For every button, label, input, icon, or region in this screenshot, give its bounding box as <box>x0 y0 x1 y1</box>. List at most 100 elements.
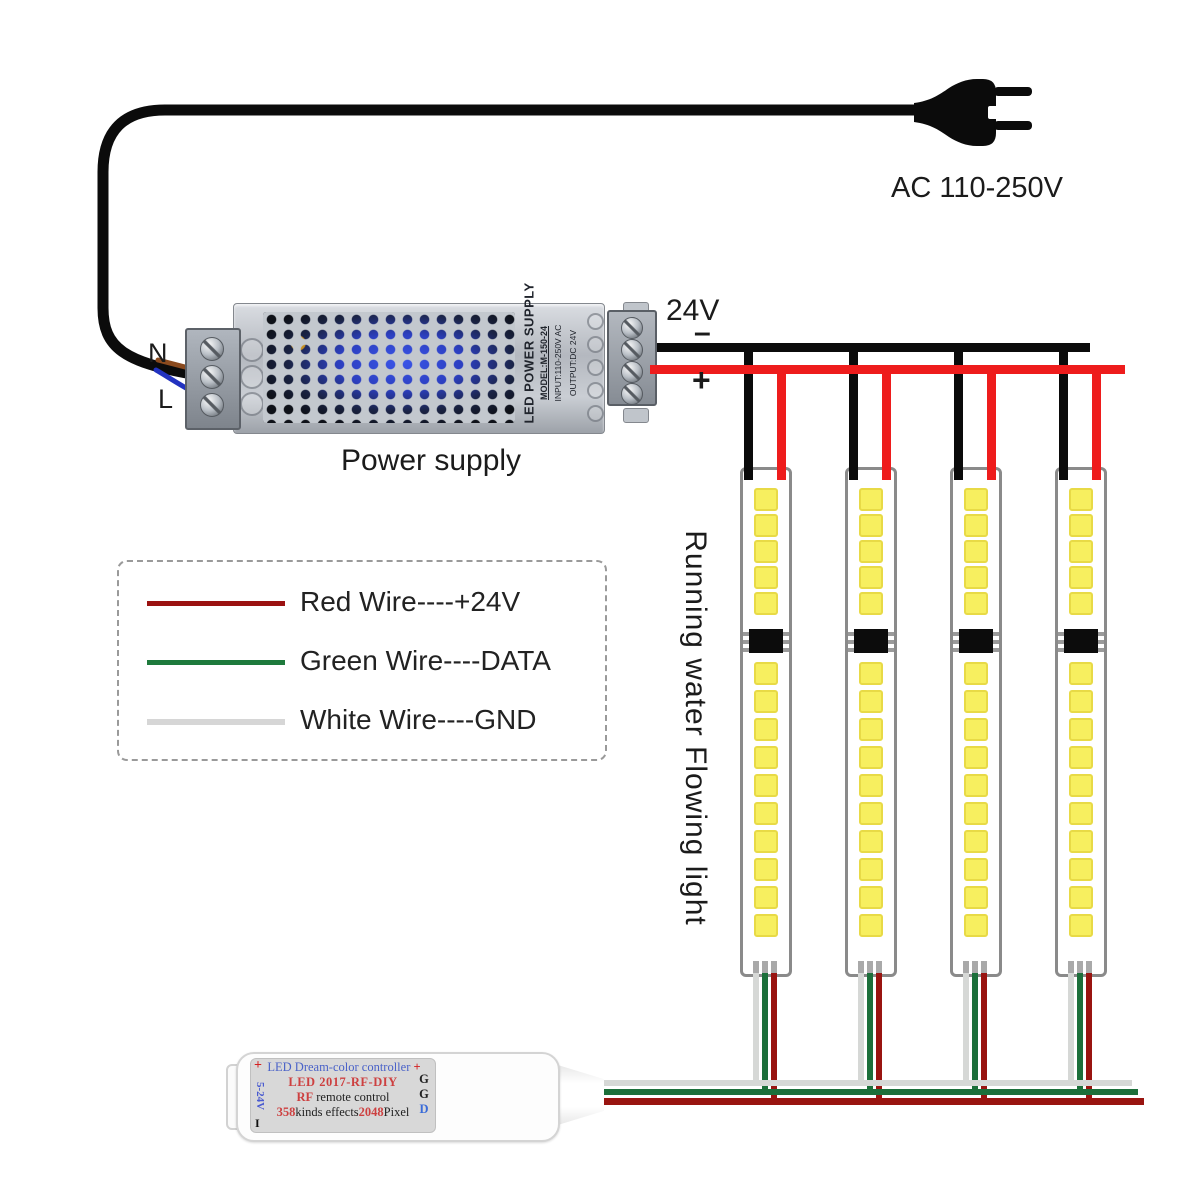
data-wire <box>1077 961 1083 1092</box>
legend-row-red: Red Wire----+24V <box>119 586 605 620</box>
power-supply-unit: LED POWER SUPPLY MODEL:M-150-24 INPUT:11… <box>185 282 657 435</box>
ic-pin <box>887 648 894 652</box>
led <box>754 488 778 511</box>
led <box>754 514 778 537</box>
psu-input-terminal <box>185 328 241 430</box>
led <box>754 914 778 937</box>
legend-label: Red Wire----+24V <box>300 586 521 617</box>
led <box>859 914 883 937</box>
led <box>1069 690 1093 713</box>
ic-pin <box>782 648 789 652</box>
gnd-wire <box>1068 961 1074 1084</box>
led <box>859 662 883 685</box>
ic-chip <box>749 629 783 653</box>
led <box>859 886 883 909</box>
ic-pin <box>992 648 999 652</box>
led <box>1069 886 1093 909</box>
led <box>964 592 988 615</box>
ic-pin <box>1058 648 1065 652</box>
power-bus <box>592 1098 1144 1105</box>
dc-positive-wire <box>987 369 996 480</box>
controller-effects-line: 358kinds effects2048Pixel <box>267 1105 419 1120</box>
ic-pin <box>848 648 855 652</box>
controller-title: LED Dream-color controller + <box>267 1060 421 1075</box>
led <box>754 662 778 685</box>
ic-pin <box>1058 640 1065 644</box>
ic-pin <box>992 632 999 636</box>
power-wire <box>1086 961 1092 1101</box>
gnd-wire <box>858 961 864 1084</box>
dc-positive-wire <box>1092 369 1101 480</box>
pixel-text: Pixel <box>383 1105 410 1119</box>
led <box>964 662 988 685</box>
led <box>1069 746 1093 769</box>
ic-pin <box>953 640 960 644</box>
led <box>754 746 778 769</box>
legend-label: Green Wire----DATA <box>300 645 551 676</box>
led-strip <box>740 467 792 977</box>
psu-vent-grille <box>263 312 515 423</box>
power-wire <box>876 961 882 1101</box>
gnd-wire <box>753 961 759 1084</box>
dc-positive-wire <box>777 369 786 480</box>
dc-negative-wire <box>849 347 858 480</box>
power-supply-label: Power supply <box>340 444 522 477</box>
power-wire <box>981 961 987 1101</box>
pixel-count: 2048 <box>358 1105 384 1119</box>
dc-negative-wire <box>1059 347 1068 480</box>
led <box>754 858 778 881</box>
led <box>964 746 988 769</box>
ic-pin <box>953 632 960 636</box>
white-wire-swatch <box>147 719 285 725</box>
ic-pin <box>1097 640 1104 644</box>
terminal-n-label: N <box>148 338 168 368</box>
output-voltage-label: 24V <box>666 294 720 327</box>
controller-left-markings: + 5-24V I <box>252 1058 267 1131</box>
effects-text: kinds effects <box>295 1105 359 1119</box>
led <box>1069 540 1093 563</box>
led <box>754 802 778 825</box>
led <box>1069 914 1093 937</box>
led <box>964 802 988 825</box>
output-minus-label: – <box>694 316 711 349</box>
led <box>964 858 988 881</box>
ic-pin <box>1097 648 1104 652</box>
data-wire <box>972 961 978 1092</box>
red-wire-swatch <box>147 601 285 606</box>
psu-title-text: LED POWER SUPPLY <box>521 282 537 424</box>
plus-mark: + <box>413 1060 421 1074</box>
data-wire <box>762 961 768 1092</box>
led-strip <box>845 467 897 977</box>
data-bus <box>592 1089 1138 1095</box>
legend-row-white: White Wire----GND <box>119 704 605 738</box>
ic-pin <box>887 632 894 636</box>
led <box>1069 592 1093 615</box>
ac-voltage-label: AC 110-250V <box>891 172 1063 204</box>
controller-model-line: LED 2017-RF-DIY <box>288 1075 398 1089</box>
led <box>964 886 988 909</box>
wire-legend: Red Wire----+24V Green Wire----DATA Whit… <box>117 560 607 761</box>
led <box>964 830 988 853</box>
led <box>1069 566 1093 589</box>
led <box>1069 488 1093 511</box>
ic-chip <box>959 629 993 653</box>
plus-mark: + <box>254 1058 262 1073</box>
effects-count: 358 <box>276 1105 296 1119</box>
led <box>754 830 778 853</box>
led <box>754 718 778 741</box>
controller-label-panel: + 5-24V I LED Dream-color controller + L… <box>250 1058 436 1133</box>
psu-model-text: MODEL:M-150-24 <box>539 326 549 401</box>
power-wire <box>771 961 777 1101</box>
gnd-wire <box>963 961 969 1084</box>
led <box>859 592 883 615</box>
legend-row-green: Green Wire----DATA <box>119 645 605 679</box>
led <box>859 540 883 563</box>
led <box>964 690 988 713</box>
led <box>1069 662 1093 685</box>
led <box>754 540 778 563</box>
pin-label-g1: G <box>419 1072 429 1086</box>
led <box>964 914 988 937</box>
ic-chip <box>1064 629 1098 653</box>
led <box>859 718 883 741</box>
